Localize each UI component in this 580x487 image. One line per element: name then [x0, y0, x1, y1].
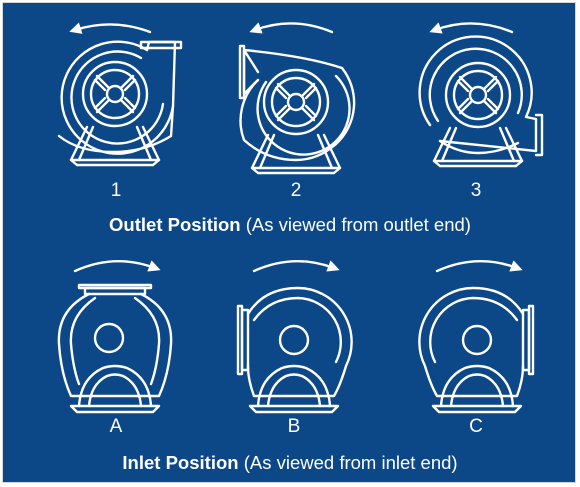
fan-inlet-B [236, 260, 353, 414]
rotation-arrow-icon [73, 260, 161, 273]
fan-inlet-A [57, 260, 173, 414]
rotation-arrow-icon [435, 260, 523, 273]
inlet-position-label-B: B [287, 416, 301, 437]
outlet-caption-title: Outlet Position [109, 214, 241, 235]
fan-outlet-2 [238, 22, 356, 175]
rotation-arrow-icon [249, 22, 334, 34]
outlet-position-label-3: 3 [470, 180, 482, 201]
outlet-position-label-1: 1 [110, 180, 122, 201]
inlet-position-caption: Inlet Position (As viewed from inlet end… [0, 452, 580, 474]
fan-outlet-1 [57, 22, 183, 167]
rotation-arrow-icon [429, 22, 514, 34]
inlet-caption-note: (As viewed from inlet end) [238, 452, 458, 473]
rotation-arrow-icon [252, 260, 340, 273]
outlet-caption-note: (As viewed from outlet end) [240, 214, 471, 235]
inlet-position-label-C: C [469, 416, 483, 437]
rotation-arrow-icon [69, 22, 152, 34]
outlet-position-label-2: 2 [290, 180, 302, 201]
outlet-position-caption: Outlet Position (As viewed from outlet e… [0, 214, 580, 236]
inlet-caption-title: Inlet Position [122, 452, 239, 473]
fan-outlet-3 [418, 22, 544, 168]
inlet-position-label-A: A [109, 416, 123, 437]
fan-inlet-C [418, 260, 535, 414]
